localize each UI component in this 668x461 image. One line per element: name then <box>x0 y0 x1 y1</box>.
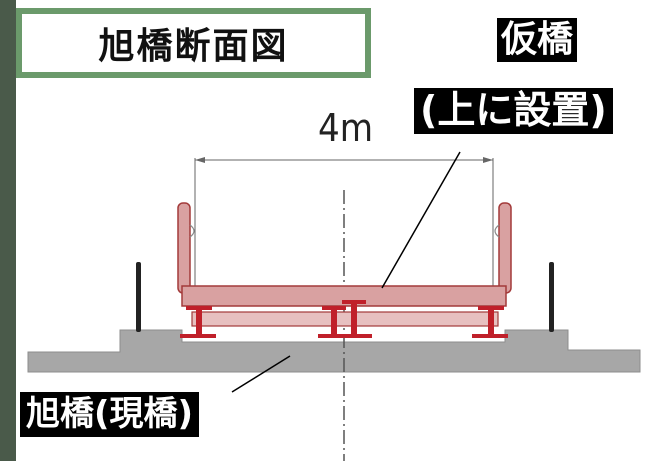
temp-rail-right <box>498 202 512 294</box>
temp-rail-right-bracket <box>494 224 500 238</box>
temp-rail-left-bracket <box>189 224 195 238</box>
temp-cross-beam <box>191 311 499 327</box>
existing-handrail-right <box>549 262 554 332</box>
existing-bridge-deck <box>27 329 641 373</box>
temporary-bridge-label: 仮橋 <box>497 18 578 62</box>
dimension-arrow-right <box>483 157 493 163</box>
i-beam-left <box>180 306 216 338</box>
existing-bridge-label: 旭橋(現橋) <box>20 392 200 438</box>
i-beam-center-left <box>318 306 350 338</box>
leader-existing-bridge <box>231 355 291 393</box>
diagram-title: 旭橋断面図 <box>16 8 371 78</box>
existing-handrail-left <box>136 262 141 332</box>
i-beam-right <box>472 306 508 338</box>
dimension-label: 4m <box>318 106 374 150</box>
leader-temporary-bridge <box>381 151 461 289</box>
temporary-bridge-note: (上に設置) <box>414 88 613 134</box>
temp-rail-left <box>177 202 191 294</box>
i-beam-center-right <box>340 300 372 338</box>
left-photo-strip <box>0 0 16 461</box>
dimension-arrow-left <box>195 157 205 163</box>
